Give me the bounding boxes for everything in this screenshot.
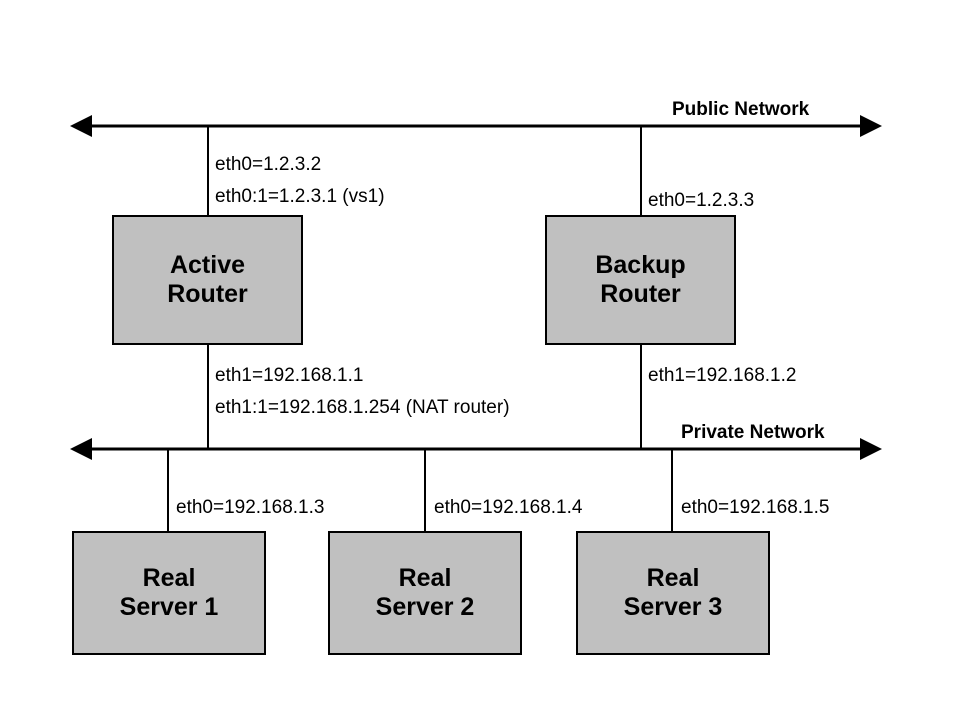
real-server-3-label-line-2: Server 3 xyxy=(623,593,723,621)
real-server-1-label-line-2: Server 1 xyxy=(119,593,219,621)
real-server-3-label-line-1: Real xyxy=(646,563,700,592)
backup-router-public-iface-1: eth0=1.2.3.3 xyxy=(648,190,755,211)
active-router-label-line-2: Router xyxy=(167,280,248,308)
real-server-1-iface: eth0=192.168.1.3 xyxy=(176,497,325,518)
private-network-bus xyxy=(70,438,882,460)
public-network-label: Public Network xyxy=(672,99,810,120)
active-router-private-iface-2: eth1:1=192.168.1.254 (NAT router) xyxy=(215,397,510,418)
private-bus-right-arrowhead xyxy=(860,438,882,460)
public-bus-right-arrowhead xyxy=(860,115,882,137)
active-router-private-iface-1: eth1=192.168.1.1 xyxy=(215,365,364,386)
backup-router-node[interactable]: Backup Router xyxy=(545,215,736,345)
private-bus-left-arrowhead xyxy=(70,438,92,460)
real-server-3-node[interactable]: Real Server 3 xyxy=(576,531,770,655)
active-router-public-iface-1: eth0=1.2.3.2 xyxy=(215,154,322,175)
active-router-label-line-1: Active xyxy=(169,250,246,279)
real-server-2-label-line-2: Server 2 xyxy=(375,593,475,621)
real-server-2-node[interactable]: Real Server 2 xyxy=(328,531,522,655)
real-server-3-iface: eth0=192.168.1.5 xyxy=(681,497,830,518)
backup-router-label-line-1: Backup xyxy=(595,250,686,279)
backup-router-label-line-2: Router xyxy=(600,280,681,308)
real-server-2-iface: eth0=192.168.1.4 xyxy=(434,497,583,518)
active-router-public-iface-2: eth0:1=1.2.3.1 (vs1) xyxy=(215,186,385,207)
public-network-bus xyxy=(70,115,882,137)
private-network-label: Private Network xyxy=(681,422,825,443)
real-server-2-label-line-1: Real xyxy=(398,563,452,592)
public-bus-left-arrowhead xyxy=(70,115,92,137)
backup-router-private-iface-1: eth1=192.168.1.2 xyxy=(648,365,797,386)
real-server-1-node[interactable]: Real Server 1 xyxy=(72,531,266,655)
active-router-node[interactable]: Active Router xyxy=(112,215,303,345)
real-server-1-label-line-1: Real xyxy=(142,563,196,592)
